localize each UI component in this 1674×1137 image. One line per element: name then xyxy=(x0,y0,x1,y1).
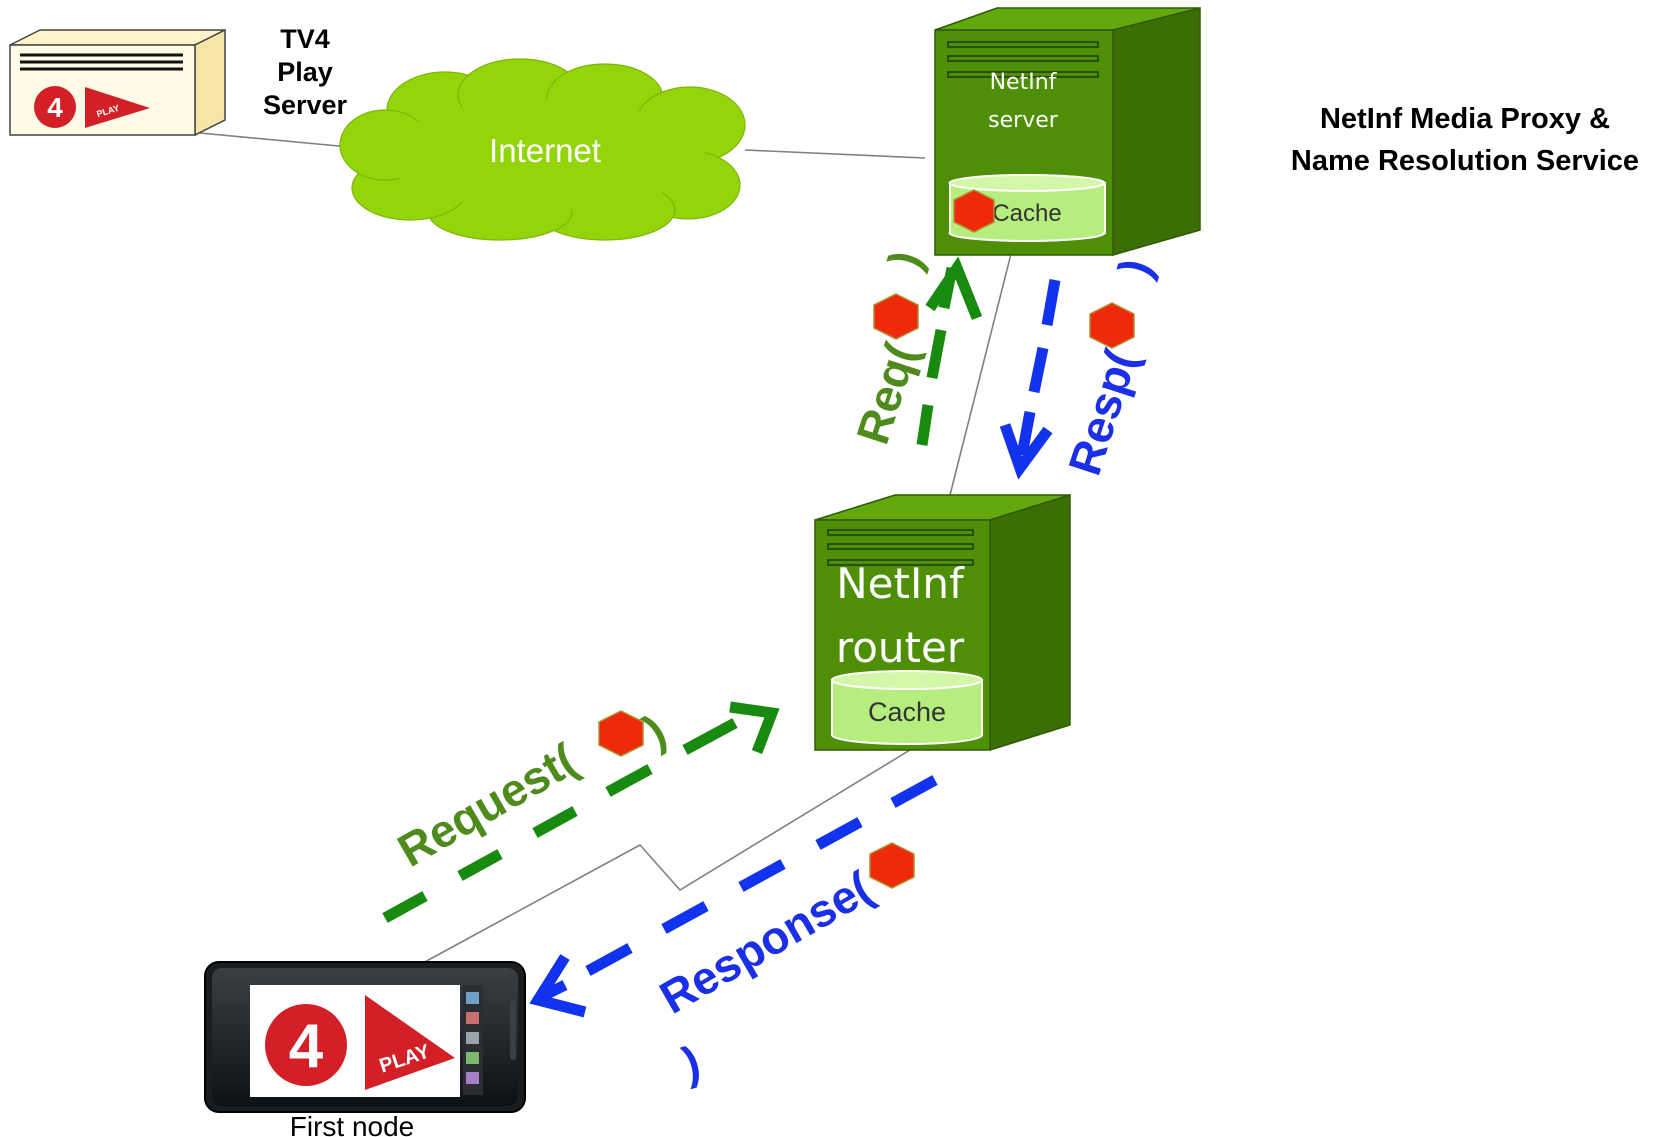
red-hexagon-icon xyxy=(1089,302,1135,349)
red-hexagon-icon xyxy=(598,710,644,757)
link-router-phone xyxy=(409,749,911,971)
netinf-router: NetInf router Cache xyxy=(814,493,1071,752)
red-hexagon-icon xyxy=(869,842,915,889)
proxy-label-line2: Name Resolution Service xyxy=(1291,145,1639,177)
red-hexagon-icon xyxy=(953,189,995,233)
link-server-router xyxy=(949,249,1013,496)
req-arrow xyxy=(916,256,983,446)
first-node-label: First node xyxy=(290,1111,415,1137)
link-tv4-internet xyxy=(199,132,361,149)
cloud-icon xyxy=(339,58,746,241)
netinf-server: NetInf server Cache xyxy=(934,7,1201,256)
tv4-label-line3: Server xyxy=(263,90,348,120)
response-label: Response( xyxy=(651,861,881,1024)
logo-number-small: 4 xyxy=(47,92,63,123)
tv4-play-logo-large: 4 PLAY xyxy=(265,995,455,1090)
logo-number-large: 4 xyxy=(289,1012,324,1081)
router-cache-label: Cache xyxy=(868,697,946,727)
smartphone-icon: 4 PLAY xyxy=(204,961,526,1113)
netinf-router-label-line2: router xyxy=(836,623,965,672)
tv4-play-server: 4 PLAY xyxy=(9,28,226,137)
netinf-router-label-line1: NetInf xyxy=(836,559,965,608)
connection-lines xyxy=(199,132,1013,971)
server-cache-label: Cache xyxy=(992,200,1061,227)
resp-close-label: ) xyxy=(1108,252,1162,283)
netinf-server-label-line1: NetInf xyxy=(990,70,1058,95)
proxy-label-line1: NetInf Media Proxy & xyxy=(1320,103,1610,135)
resp-label: Resp( xyxy=(1058,343,1147,481)
link-internet-server xyxy=(744,149,926,159)
tv4-play-logo-icon: 4 PLAY xyxy=(34,86,150,128)
tv4-label-line2: Play xyxy=(277,57,333,87)
resp-arrow xyxy=(999,279,1061,480)
internet-label: Internet xyxy=(489,132,601,169)
red-hexagon-icon xyxy=(873,293,919,340)
response-close-label: ) xyxy=(677,1035,705,1089)
response-arrow xyxy=(529,775,938,1018)
req-label: Req( xyxy=(846,336,927,450)
request-arrow xyxy=(382,701,780,923)
netinf-server-label-line2: server xyxy=(988,108,1059,133)
router-cache: Cache xyxy=(831,670,983,745)
req-close-label: ) xyxy=(878,244,932,275)
tv4-label-line1: TV4 xyxy=(280,24,330,54)
